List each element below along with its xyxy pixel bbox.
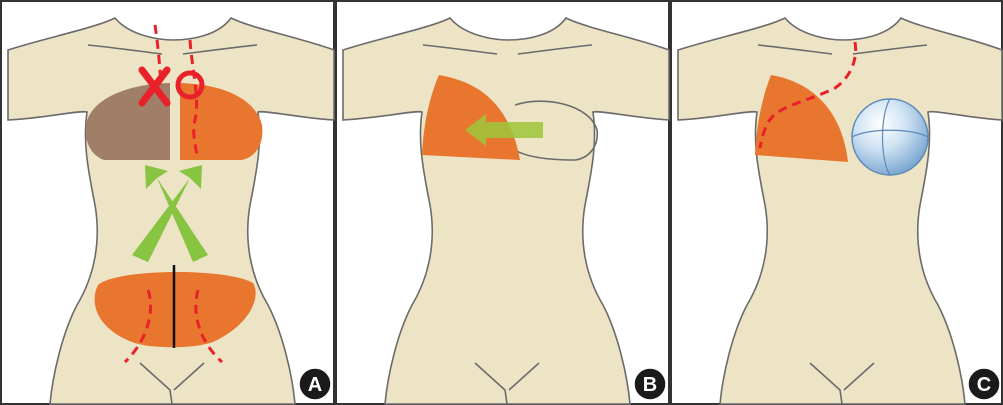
panel-c-badge-label: C — [977, 374, 991, 396]
panel-c: C — [671, 1, 1002, 404]
panel-b-badge: B — [634, 368, 666, 400]
panel-b-badge-label: B — [643, 374, 657, 396]
panel-a: A — [1, 1, 334, 404]
implant-icon — [852, 99, 928, 175]
panel-a-badge: A — [299, 368, 331, 400]
panel-a-badge-label: A — [308, 374, 322, 396]
panel-c-badge: C — [968, 368, 1000, 400]
panel-b: B — [336, 1, 669, 404]
